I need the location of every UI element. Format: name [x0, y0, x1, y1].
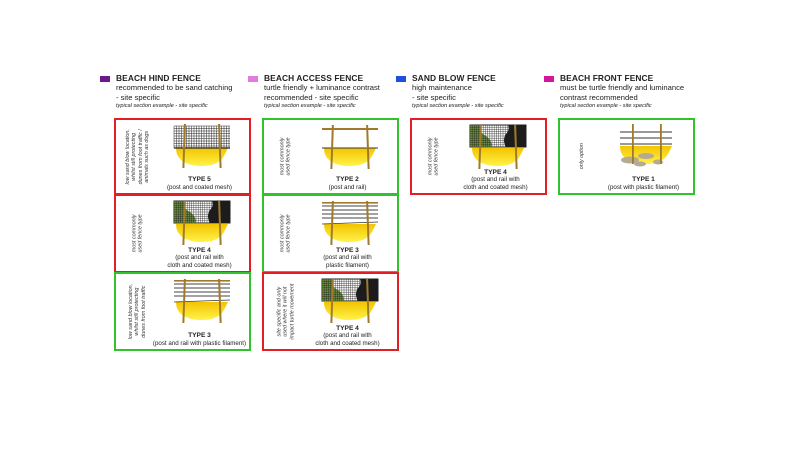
beach-hind-fence-card-type-3: low sand blow location, whilst still pro…	[114, 272, 251, 351]
fence-cloth-mesh-illustration-icon	[458, 122, 538, 170]
fence-type-description: (post and rail with cloth and coated mes…	[315, 332, 380, 347]
fence-caption: TYPE 1(post with plastic filament)	[596, 176, 691, 191]
column-description: high maintenance	[412, 83, 472, 92]
column-description: must be turtle friendly and luminance	[560, 83, 685, 92]
beach-hind-fence-card-type-5: low sand blow location, whilst still pro…	[114, 118, 251, 195]
column-title: BEACH FRONT FENCE	[560, 73, 654, 83]
side-note-text: low sand blow location, whilst still pro…	[128, 283, 148, 340]
side-note-text: only option	[578, 143, 585, 170]
fence-filament-illustration-icon	[162, 276, 242, 324]
fence-type-label: TYPE 2	[336, 176, 359, 184]
fence-type-description: (post and rail with cloth and coated mes…	[167, 254, 232, 269]
column-header: BEACH ACCESS FENCE turtle friendly + lum…	[248, 73, 398, 117]
typical-section-note: typical section example - site specific	[412, 103, 504, 109]
fence-type-label: TYPE 4	[188, 246, 211, 254]
fence-type-label: TYPE 4	[484, 168, 507, 176]
column-description: contrast recommended	[560, 92, 638, 102]
fence-type-description: (post and rail with cloth and coated mes…	[463, 176, 528, 191]
fence-mesh-illustration-icon	[162, 122, 242, 170]
fence-type-description: (post with plastic filament)	[607, 183, 680, 191]
fence-type-label: TYPE 3	[188, 332, 211, 340]
fence-caption: TYPE 4(post and rail with cloth and coat…	[448, 169, 543, 191]
fence-caption: TYPE 3(post and rail with plastic filame…	[300, 247, 395, 269]
column-description: recommended - site specific	[264, 92, 359, 102]
fence-type-description: (post and rail with plastic filament)	[152, 339, 247, 347]
fence-caption: TYPE 4(post and rail with cloth and coat…	[152, 247, 247, 269]
beach-hind-fence-column: BEACH HIND FENCE recommended to be sand …	[100, 73, 250, 117]
fence-cloth-mesh-illustration-icon	[162, 198, 242, 246]
column-header: SAND BLOW FENCE high maintenance - site …	[396, 73, 546, 117]
column-description: - site specific	[412, 92, 456, 102]
beach-front-fence-column: BEACH FRONT FENCE must be turtle friendl…	[544, 73, 694, 117]
fence-type-description: (post and rail with plastic filament)	[323, 254, 372, 269]
fence-caption: TYPE 5(post and coated mesh)	[152, 176, 247, 191]
column-header: BEACH HIND FENCE recommended to be sand …	[100, 73, 250, 117]
column-title: BEACH ACCESS FENCE	[264, 73, 364, 83]
typical-section-note: typical section example - site specific	[116, 103, 208, 109]
fence-type-description: (post and coated mesh)	[166, 183, 232, 191]
column-header: BEACH FRONT FENCE must be turtle friendl…	[544, 73, 694, 117]
sand-blow-fence-legend-swatch	[396, 76, 406, 82]
beach-access-fence-card-type-4: site specific and only used where it wil…	[262, 272, 399, 351]
typical-section-note: typical section example - site specific	[264, 103, 356, 109]
fence-type-label: TYPE 4	[336, 324, 359, 332]
side-note-text: most commonly used fence type	[131, 214, 144, 253]
column-description: recommended to be sand catching	[116, 83, 233, 92]
beach-access-fence-column: BEACH ACCESS FENCE turtle friendly + lum…	[248, 73, 398, 117]
fence-caption: TYPE 2(post and rail)	[300, 176, 395, 191]
fence-type-label: TYPE 1	[632, 176, 655, 184]
beach-front-fence-legend-swatch	[544, 76, 554, 82]
fence-post-filament-illustration-icon	[606, 122, 686, 170]
fence-caption: TYPE 3(post and rail with plastic filame…	[152, 332, 247, 347]
fence-filament-illustration-icon	[310, 198, 390, 246]
typical-section-note: typical section example - site specific	[560, 103, 652, 109]
side-note-text: low sand blow location, whilst still pro…	[125, 128, 151, 185]
column-description: - site specific	[116, 92, 160, 102]
fence-cloth-mesh-illustration-icon	[310, 276, 390, 324]
side-note-text: most commonly used fence type	[427, 137, 440, 176]
column-description: turtle friendly + luminance contrast	[264, 83, 380, 92]
fence-type-description: (post and rail)	[328, 183, 367, 191]
beach-access-fence-legend-swatch	[248, 76, 258, 82]
column-title: BEACH HIND FENCE	[116, 73, 201, 83]
beach-hind-fence-legend-swatch	[100, 76, 110, 82]
fence-type-label: TYPE 3	[336, 246, 359, 254]
fence-caption: TYPE 4(post and rail with cloth and coat…	[300, 325, 395, 347]
side-note-text: most commonly used fence type	[279, 214, 292, 253]
side-note-text: site specific and only used where it wil…	[276, 283, 296, 340]
fence-type-label: TYPE 5	[188, 176, 211, 184]
side-note-text: most commonly used fence type	[279, 137, 292, 176]
column-title: SAND BLOW FENCE	[412, 73, 496, 83]
fence-rail-illustration-icon	[310, 122, 390, 170]
sand-blow-fence-column: SAND BLOW FENCE high maintenance - site …	[396, 73, 546, 117]
